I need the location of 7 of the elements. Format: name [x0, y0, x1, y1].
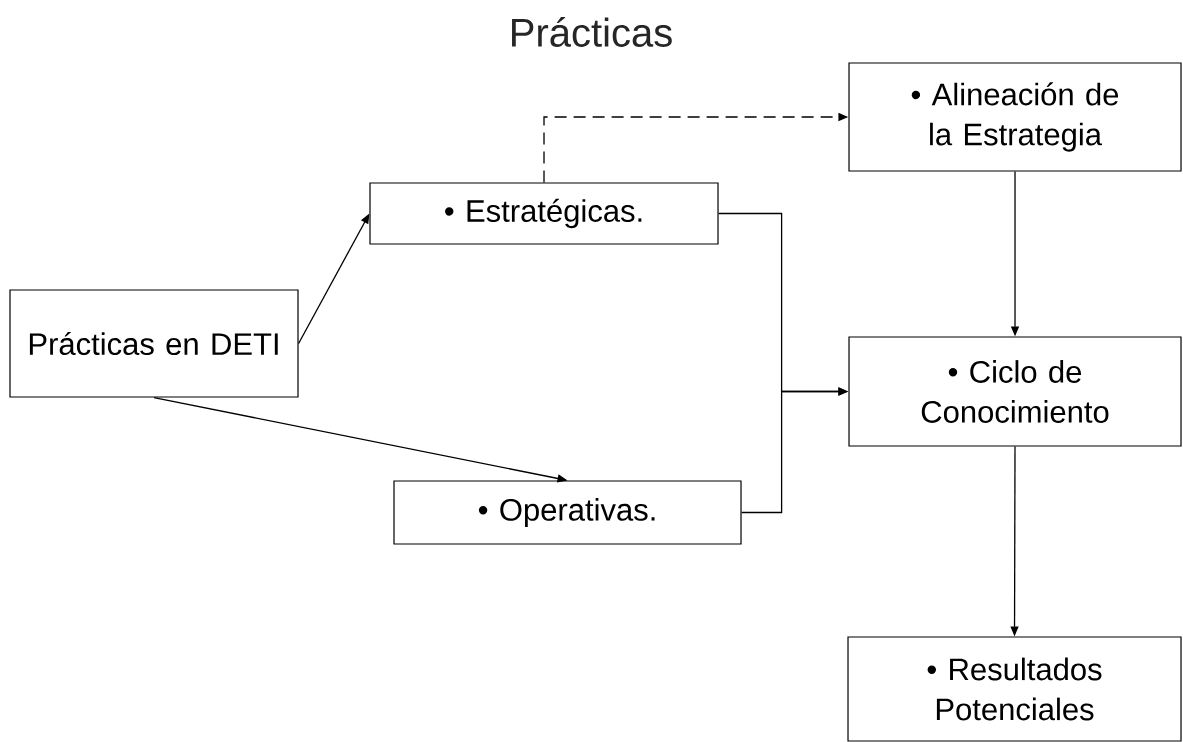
process-box: • Estratégicas. — [369, 182, 719, 245]
process-box: Prácticas en DETI — [9, 289, 299, 398]
process-box: • Ciclo de Conocimiento — [848, 336, 1182, 447]
process-box: • Alineación de la Estrategia — [848, 62, 1182, 172]
process-box: • Operativas. — [393, 480, 742, 545]
process-box: • Resultados Potenciales — [847, 636, 1182, 742]
title: Prácticas — [512, 17, 672, 47]
